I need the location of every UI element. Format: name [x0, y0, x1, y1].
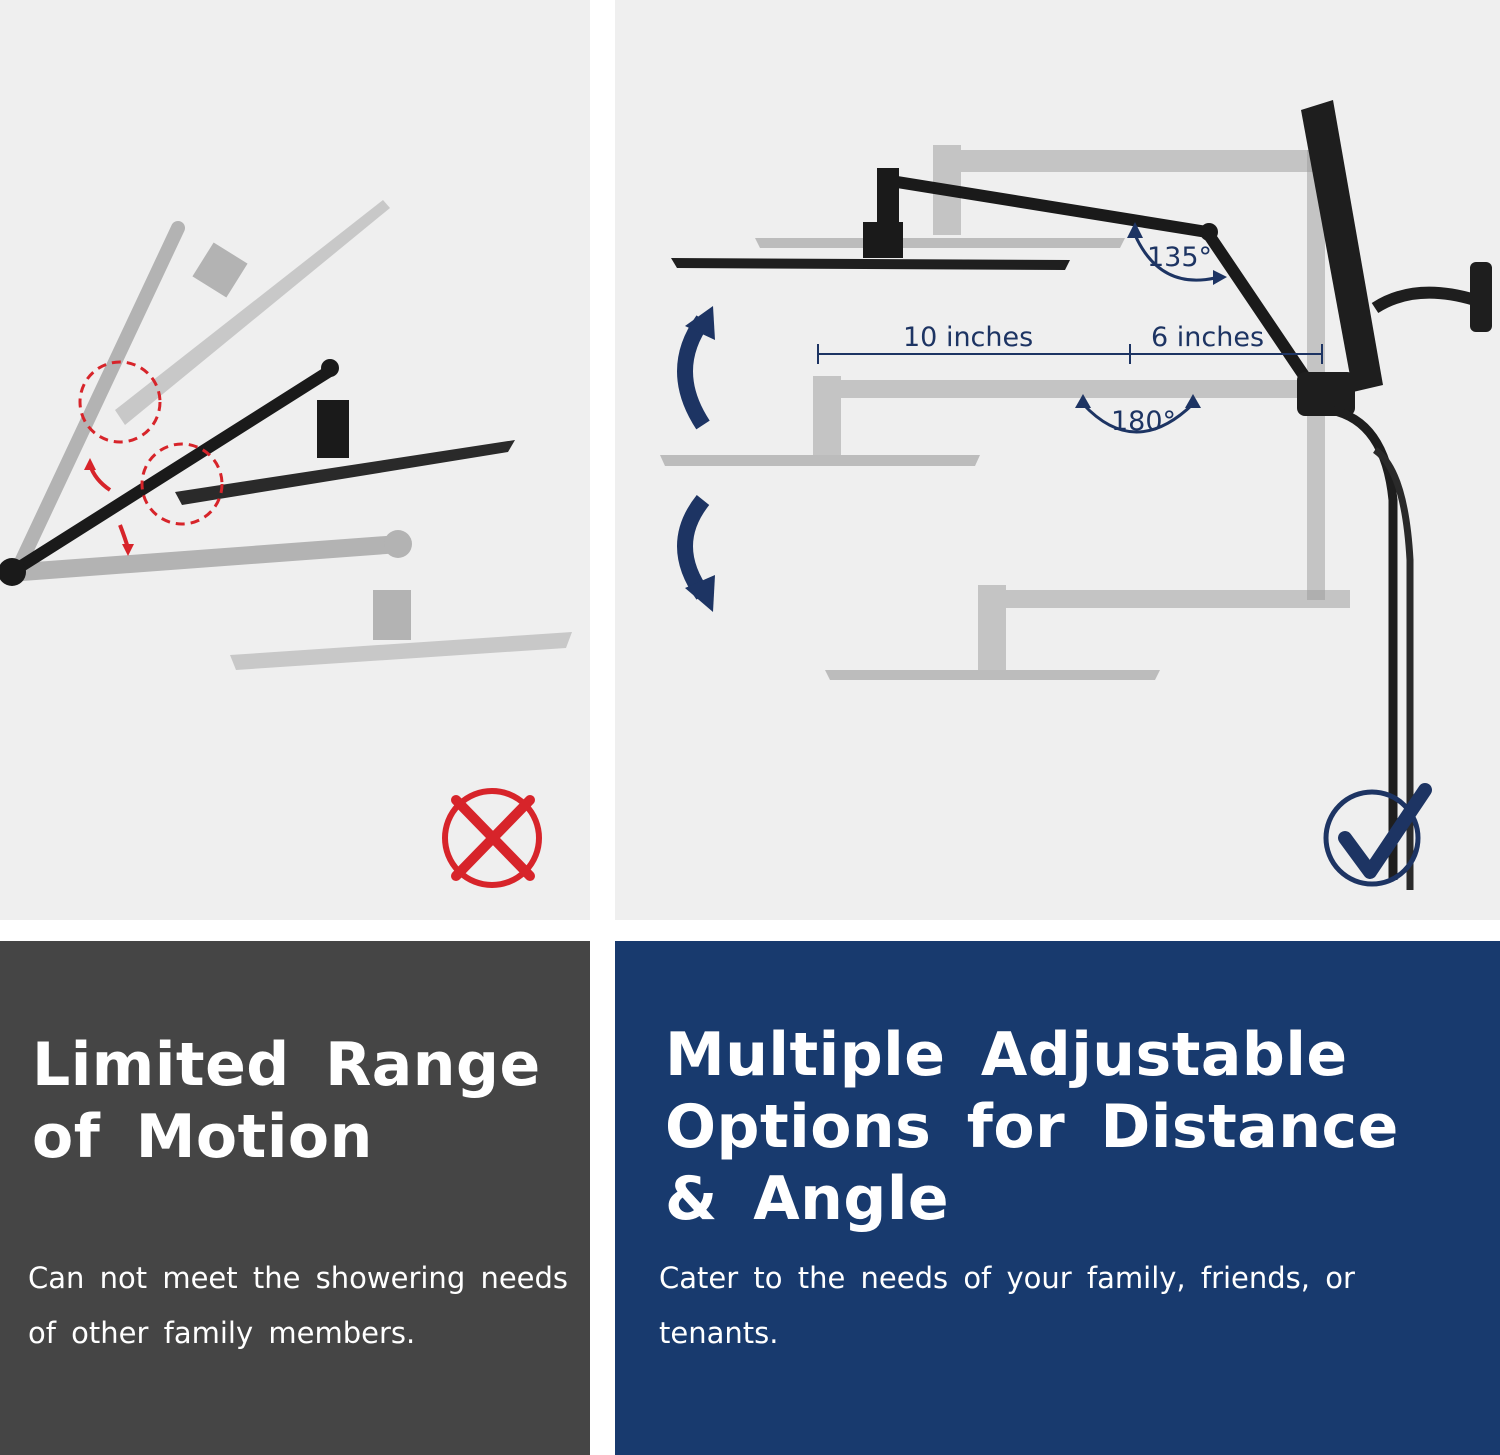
adjustable-arm-illustration: 135° 180° 10 inches 6 inches	[615, 0, 1500, 920]
length-label-6: 6 inches	[1151, 322, 1264, 353]
dimension-line	[817, 344, 1323, 364]
down-arrow-icon	[677, 495, 715, 612]
faded-top-arm	[755, 145, 1315, 248]
angle-arc-180	[1075, 394, 1201, 434]
limited-range-panel: Limited Range of Motion Can not meet the…	[0, 941, 590, 1455]
up-arrow-icon	[677, 306, 715, 430]
black-shower-arm	[0, 359, 515, 586]
limited-arm-illustration	[0, 0, 590, 920]
adjustable-options-description: Cater to the needs of your family, frien…	[659, 1261, 1355, 1350]
red-cross-icon	[442, 788, 542, 888]
black-shower-arm	[671, 168, 1321, 398]
faded-upper-arm	[15, 200, 390, 567]
angle-label-180: 180°	[1111, 406, 1176, 437]
faded-middle-arm	[660, 376, 1305, 466]
joint-highlight-circle-lower	[140, 442, 224, 526]
adjustable-options-panel: Multiple Adjustable Options for Distance…	[615, 941, 1500, 1455]
faded-bottom-arm	[825, 585, 1350, 680]
faded-lower-arm	[13, 530, 572, 670]
angle-label-135: 135°	[1147, 242, 1212, 273]
angle-arc-135	[1127, 222, 1227, 285]
joint-highlight-circle-upper	[78, 360, 162, 444]
handheld-shower	[1297, 100, 1492, 890]
limited-range-title: Limited Range of Motion	[32, 1030, 541, 1172]
length-label-10: 10 inches	[903, 322, 1033, 353]
navy-check-icon	[1323, 783, 1432, 887]
limited-range-description: Can not meet the showering needs of othe…	[28, 1261, 569, 1350]
adjustable-options-title: Multiple Adjustable Options for Distance…	[665, 1020, 1399, 1234]
